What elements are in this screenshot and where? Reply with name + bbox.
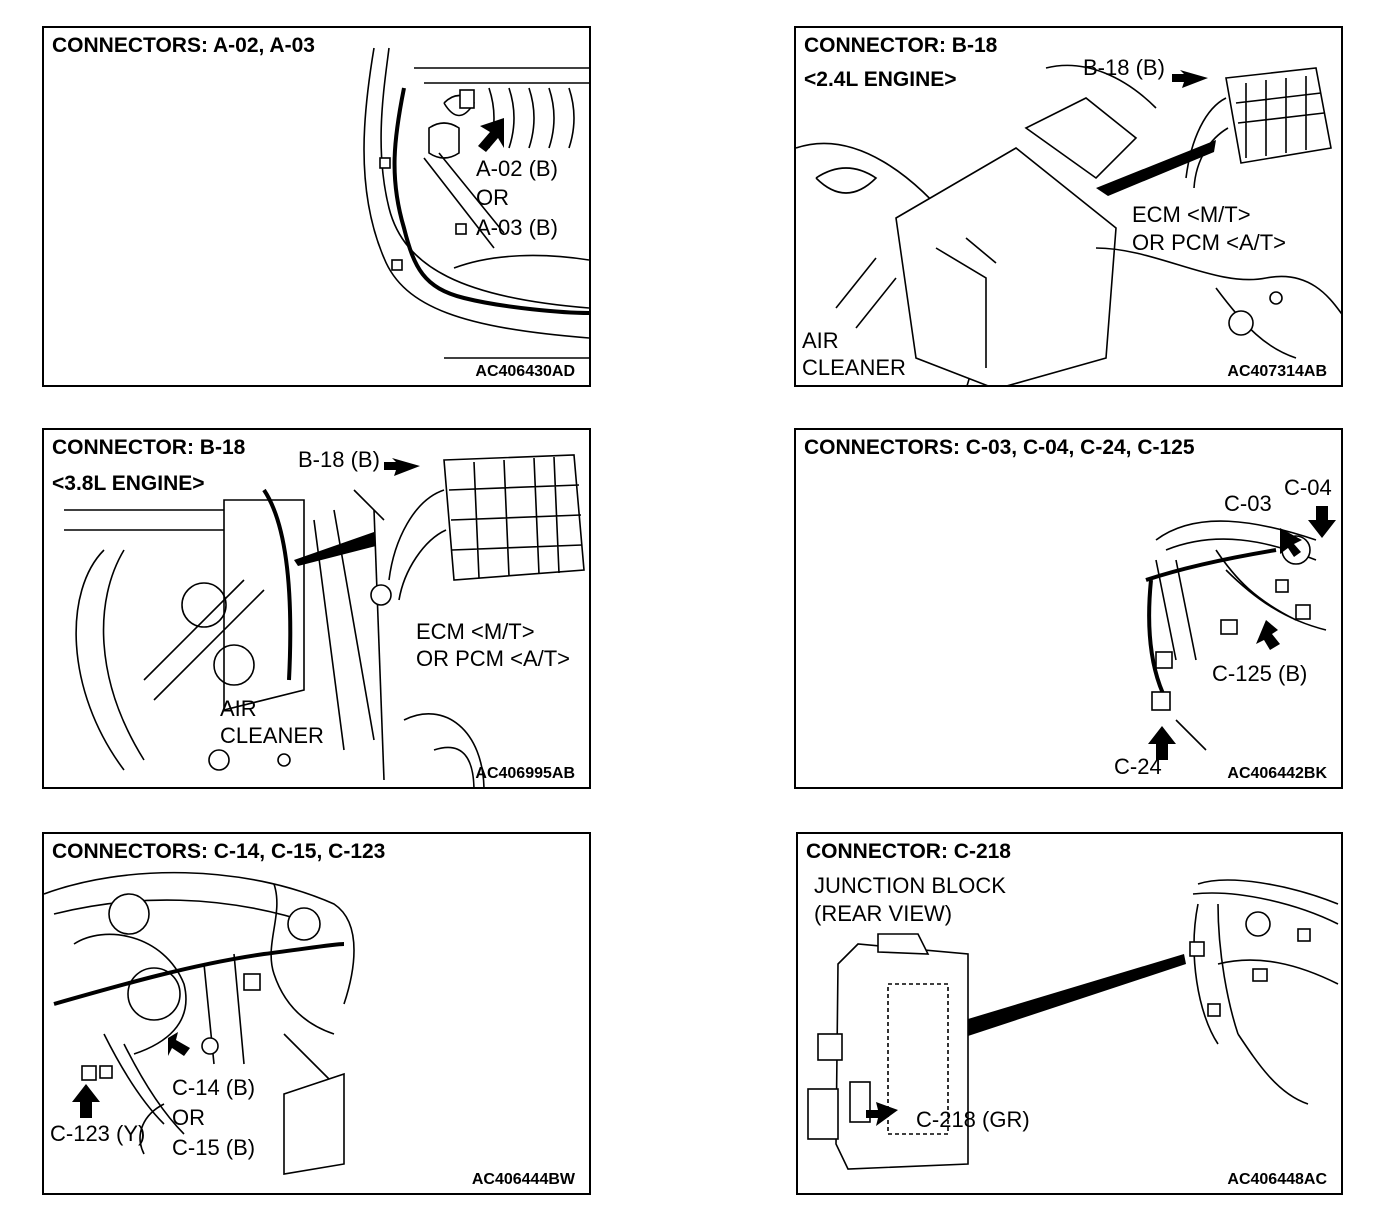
panel-title: CONNECTOR: C-218 [806, 840, 1011, 863]
panel-a02-a03: CONNECTORS: A-02, A-03 A-02 (B) OR A-03 … [42, 26, 591, 387]
panel-title: CONNECTOR: B-18 [804, 34, 998, 57]
figure-code: AC406442BK [1227, 765, 1327, 782]
engine-bay-drawing [796, 64, 1341, 385]
label-cleaner: CLEANER [802, 355, 906, 380]
figure-code: AC406444BW [471, 1171, 575, 1188]
panel-title: CONNECTORS: A-02, A-03 [52, 34, 315, 57]
engine-bay-drawing [64, 454, 585, 787]
label-b18: B-18 (B) [298, 447, 380, 472]
label-c218: C-218 (GR) [916, 1107, 1030, 1132]
label-c123: C-123 (Y) [50, 1121, 146, 1146]
label-a03: A-03 (B) [476, 215, 558, 240]
panel-title: CONNECTORS: C-14, C-15, C-123 [52, 840, 386, 863]
figure-code: AC406995AB [475, 765, 575, 782]
label-air: AIR [802, 328, 839, 353]
engine-bay-drawing [363, 47, 589, 359]
label-c15: C-15 (B) [172, 1135, 256, 1160]
label-cleaner: CLEANER [220, 723, 324, 748]
dashboard-drawing [1145, 506, 1336, 760]
panel-b18-24l: CONNECTOR: B-18 <2.4L ENGINE> B-18 (B) E… [794, 26, 1343, 387]
engine-variant: <3.8L ENGINE> [52, 472, 205, 495]
label-or: OR [172, 1105, 205, 1130]
label-pcm: OR PCM <A/T> [416, 646, 571, 671]
figure-code: AC406448AC [1227, 1171, 1327, 1188]
panel-c03-c04-c24-c125: CONNECTORS: C-03, C-04, C-24, C-125 C-03… [794, 428, 1343, 789]
panel-b18-38l: CONNECTOR: B-18 <3.8L ENGINE> B-18 (B) E… [42, 428, 591, 789]
panel-title: CONNECTOR: B-18 [52, 436, 246, 459]
junction-block-drawing [807, 879, 1339, 1170]
engine-variant: <2.4L ENGINE> [804, 68, 957, 91]
label-a02: A-02 (B) [476, 156, 558, 181]
dashboard-drawing [44, 871, 355, 1175]
label-ecm: ECM <M/T> [416, 619, 535, 644]
figure-code: AC406430AD [475, 363, 575, 380]
panel-c218: CONNECTOR: C-218 JUNCTION BLOCK (REAR VI… [796, 832, 1343, 1195]
panel-c14-c15-c123: CONNECTORS: C-14, C-15, C-123 C-14 (B) O… [42, 832, 591, 1195]
label-c24: C-24 [1114, 754, 1162, 779]
label-pcm: OR PCM <A/T> [1132, 230, 1287, 255]
label-junction-block: JUNCTION BLOCK [814, 873, 1006, 898]
label-or: OR [476, 185, 509, 210]
panel-title: CONNECTORS: C-03, C-04, C-24, C-125 [804, 436, 1195, 459]
label-b18: B-18 (B) [1083, 55, 1165, 80]
label-c125: C-125 (B) [1212, 661, 1308, 686]
label-air: AIR [220, 696, 257, 721]
label-c04: C-04 [1284, 475, 1332, 500]
label-rear-view: (REAR VIEW) [814, 901, 953, 926]
figure-code: AC407314AB [1227, 363, 1327, 380]
label-ecm: ECM <M/T> [1132, 202, 1251, 227]
label-c03: C-03 [1224, 491, 1272, 516]
label-c14: C-14 (B) [172, 1075, 256, 1100]
